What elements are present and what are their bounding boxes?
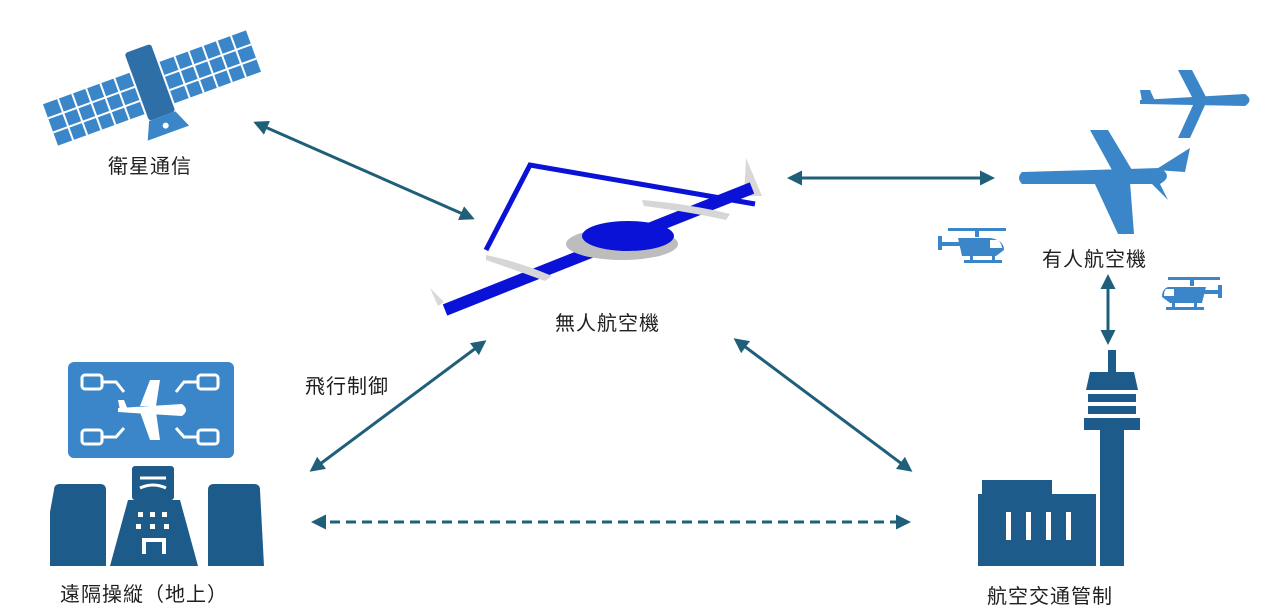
label-manned: 有人航空機 xyxy=(1042,243,1147,272)
label-ground: 遠隔操縦（地上） xyxy=(60,578,228,607)
label-flight-control: 飛行制御 xyxy=(305,370,389,399)
label-satellite: 衛星通信 xyxy=(108,150,192,179)
helicopter-icon xyxy=(938,228,1006,263)
label-uav: 無人航空機 xyxy=(555,307,660,336)
airplane-icon xyxy=(1019,130,1190,234)
satellite-icon xyxy=(36,12,270,170)
uav-icon xyxy=(430,158,762,310)
helicopter-icon xyxy=(1162,277,1222,310)
arrow-uav-atc xyxy=(736,340,910,470)
control-tower-icon xyxy=(978,350,1140,566)
arrow-uav-ground xyxy=(312,342,484,470)
arrow-satellite-uav xyxy=(256,123,472,218)
control-room-icon xyxy=(50,362,264,566)
label-atc: 航空交通管制 xyxy=(987,580,1113,609)
airplane-icon xyxy=(1140,70,1250,138)
